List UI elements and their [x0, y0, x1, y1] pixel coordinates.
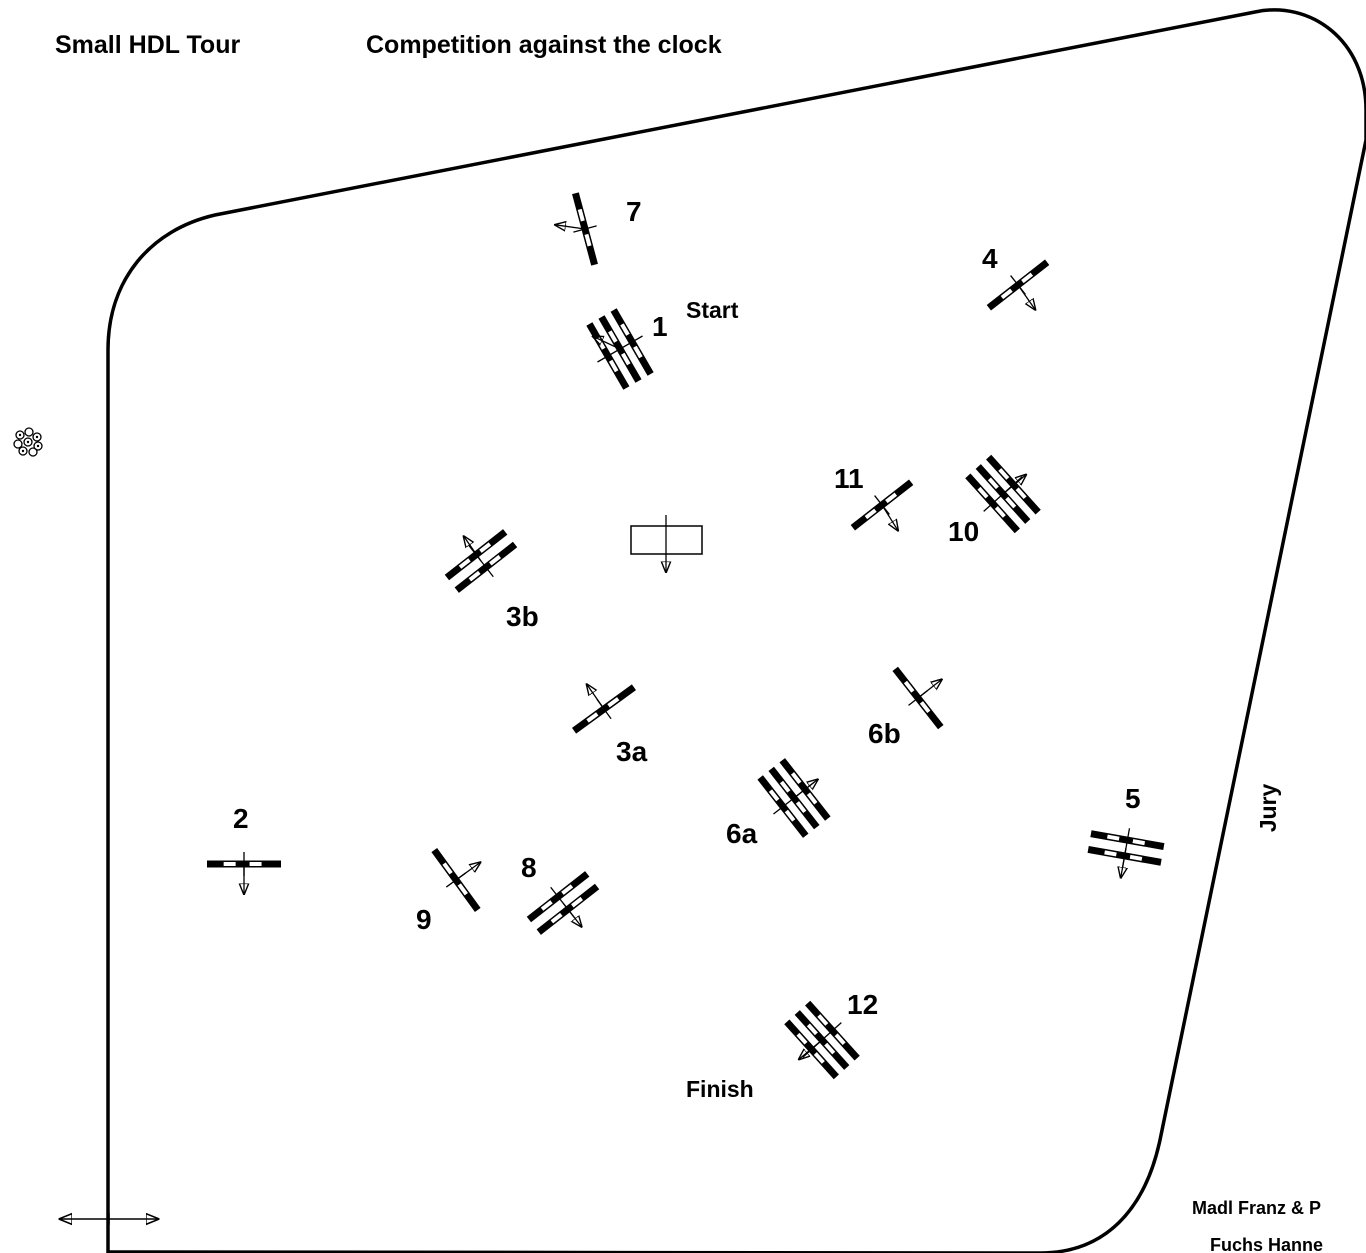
direction-arrow-8 [562, 902, 581, 927]
direction-arrow-4 [1017, 284, 1035, 310]
credit-line-1: Madl Franz & P [1192, 1198, 1321, 1218]
direction-arrow-6b [917, 680, 942, 699]
direction-arrow-1 [593, 336, 621, 350]
obstacle-number-2: 2 [233, 803, 249, 834]
finish-label: Finish [686, 1076, 754, 1102]
obstacle-number-3b: 3b [506, 601, 539, 632]
direction-arrow-12 [799, 1039, 823, 1059]
direction-arrow-3a [587, 684, 605, 710]
class-name: Small HDL Tour [55, 31, 240, 59]
obstacle-number-3a: 3a [616, 736, 648, 767]
direction-arrow-3b [464, 536, 482, 562]
obstacle-number-6a: 6a [726, 818, 758, 849]
competition-type: Competition against the clock [366, 31, 722, 59]
direction-arrow-10 [1002, 475, 1026, 495]
obstacles-layer [207, 192, 1165, 1080]
start-label: Start [686, 297, 739, 323]
direction-arrow-9 [455, 862, 480, 881]
direction-arrow-7 [555, 225, 586, 229]
direction-arrow-5 [1121, 847, 1126, 878]
obstacle-number-1: 1 [652, 311, 668, 342]
direction-arrow-11 [881, 504, 898, 530]
obstacle-number-10: 10 [948, 516, 979, 547]
obstacle-number-4: 4 [982, 243, 998, 274]
credit-line-2: Fuchs Hanne [1210, 1235, 1323, 1253]
jury-label: Jury [1255, 784, 1281, 833]
obstacle-number-6b: 6b [868, 718, 901, 749]
obstacle-number-9: 9 [416, 904, 432, 935]
obstacle-number-11: 11 [834, 463, 864, 494]
obstacle-number-12: 12 [847, 989, 878, 1020]
arena-boundary [106, 8, 1366, 1253]
flower-bush-icon [13, 427, 43, 457]
obstacle-number-8: 8 [521, 852, 537, 883]
direction-arrow-6a [793, 780, 818, 799]
obstacle-number-7: 7 [626, 196, 642, 227]
obstacle-number-5: 5 [1125, 783, 1141, 814]
water-jump-icon [630, 515, 703, 572]
